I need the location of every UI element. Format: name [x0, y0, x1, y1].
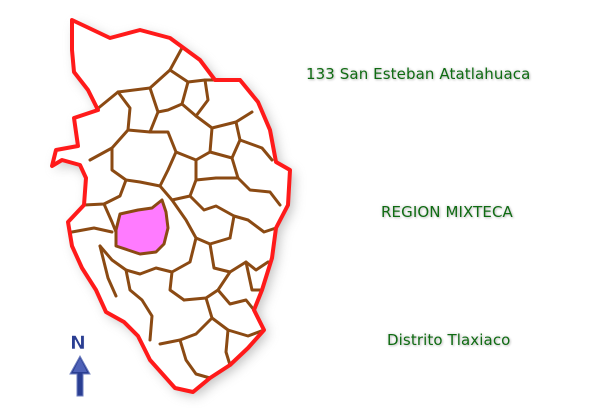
district-border [50, 18, 292, 394]
highlighted-municipality [114, 198, 170, 256]
district-outline [52, 20, 290, 392]
north-letter: N [70, 332, 86, 354]
municipality-label: 133 San Esteban Atatlahuaca [306, 65, 531, 83]
region-label: REGION MIXTECA [381, 203, 513, 221]
north-arrow: N [69, 332, 91, 397]
north-arrow-icon [69, 354, 91, 397]
district-label: Distrito Tlaxiaco [387, 331, 511, 349]
municipality-borders [70, 46, 282, 380]
